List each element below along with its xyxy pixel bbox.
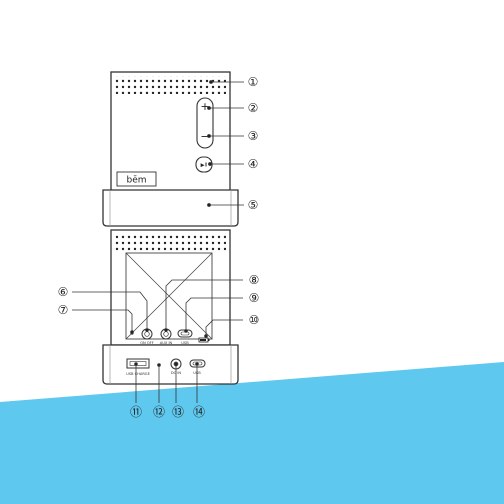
callout-2: ② — [248, 101, 259, 115]
leader-9-dot — [185, 330, 188, 333]
callout-6: ⑥ — [58, 285, 69, 299]
on-off-switch-center — [145, 332, 150, 337]
callout-13: ⑬ — [172, 405, 184, 419]
battery-indicator-fill — [200, 339, 206, 341]
leader-5-dot — [208, 204, 211, 207]
callout-12: ⑫ — [153, 405, 165, 419]
callout-7: ⑦ — [58, 303, 69, 317]
aux-in-jack-center — [164, 332, 169, 337]
front-view: + − ▶II bēm — [103, 72, 238, 226]
leader-8-dot — [165, 329, 168, 332]
callout-1: ① — [248, 75, 259, 89]
leader-6-dot — [146, 329, 149, 332]
back-view: ON OFF AUX IN USB USB CHARGE DC IN USB — [103, 230, 238, 384]
leader-13-dot — [175, 363, 178, 366]
leader-1-dot — [210, 81, 213, 84]
callout-9: ⑨ — [249, 291, 260, 305]
brand-logo: bēm — [126, 176, 146, 186]
callout-3: ③ — [248, 129, 259, 143]
callout-14: ⑭ — [193, 405, 205, 419]
leader-2-dot — [208, 107, 211, 110]
back-speaker-grill — [115, 234, 226, 251]
back-base — [103, 345, 238, 384]
leader-7-dot — [131, 331, 134, 334]
leader-4-dot — [209, 163, 212, 166]
callout-8: ⑧ — [249, 273, 260, 287]
leader-14-dot — [196, 363, 199, 366]
callout-5: ⑤ — [248, 198, 259, 212]
play-pause-label: ▶II — [201, 163, 208, 169]
leader-11-dot — [135, 363, 138, 366]
leader-3-dot — [208, 135, 211, 138]
blue-background-band — [0, 362, 504, 504]
callout-4: ④ — [248, 157, 259, 171]
usb-charge-label: USB CHARGE — [126, 372, 150, 376]
callout-11: ⑪ — [130, 405, 142, 419]
leader-10-dot — [205, 335, 208, 338]
front-base — [103, 190, 238, 226]
front-speaker-grill — [115, 76, 226, 94]
usb-charge-port-inner — [130, 362, 146, 366]
callout-10: ⑩ — [249, 313, 260, 327]
battery-indicator-cap — [208, 339, 210, 341]
leader-12-dot — [158, 364, 161, 367]
